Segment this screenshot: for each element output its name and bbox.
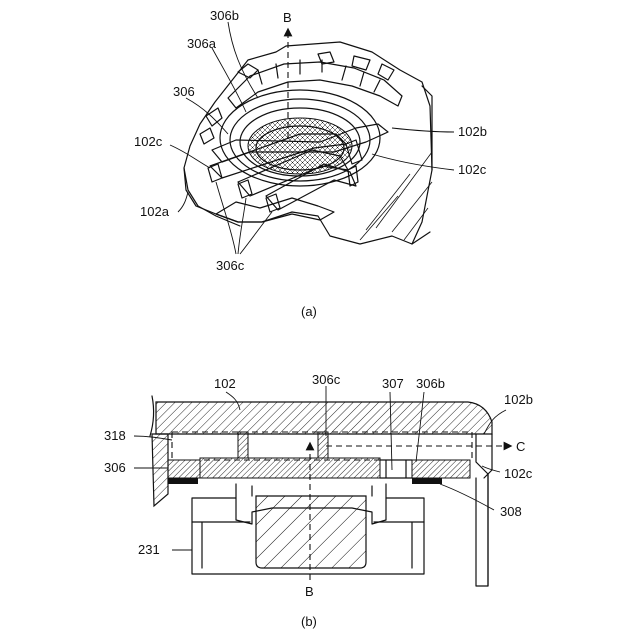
- mesh-307: [380, 460, 412, 478]
- housing-front-edge: [184, 168, 240, 226]
- label-306b-b: 306b: [416, 376, 445, 391]
- caption-b: (b): [301, 614, 317, 629]
- top-plate-102: [156, 402, 492, 434]
- label-306b: 306b: [210, 8, 239, 23]
- caption-a: (a): [301, 304, 317, 319]
- label-308: 308: [500, 504, 522, 519]
- rib-left: [238, 432, 248, 458]
- left-wall: [152, 434, 168, 506]
- label-231: 231: [138, 542, 160, 557]
- label-102c-right: 102c: [458, 162, 487, 177]
- plate-left-break: [150, 396, 154, 436]
- label-306-b: 306: [104, 460, 126, 475]
- label-306c-b: 306c: [312, 372, 341, 387]
- band-right: [412, 460, 470, 478]
- label-102b-b: 102b: [504, 392, 533, 407]
- label-102b: 102b: [458, 124, 487, 139]
- leader-102c-right: [372, 154, 454, 170]
- label-102: 102: [214, 376, 236, 391]
- label-306a: 306a: [187, 36, 217, 51]
- label-102c-left: 102c: [134, 134, 163, 149]
- wall-102b: [476, 434, 488, 586]
- leader-102c-left: [170, 145, 210, 168]
- label-307: 307: [382, 376, 404, 391]
- seal-308: [412, 478, 442, 484]
- label-c: C: [516, 439, 525, 454]
- leader-308: [440, 484, 494, 510]
- leader-102a: [178, 192, 188, 212]
- left-clips: [200, 108, 222, 144]
- band-306: [168, 460, 200, 478]
- figure-b: 102 306c 307 306b 102b 318 306 C 102c 30…: [104, 372, 533, 629]
- label-306c: 306c: [216, 258, 245, 273]
- leader-306c-3: [240, 212, 272, 254]
- label-102c-b: 102c: [504, 466, 533, 481]
- band-center: [200, 458, 380, 478]
- axis-b-label: B: [283, 10, 292, 25]
- leader-306b: [228, 22, 258, 98]
- center-plug: [256, 496, 366, 568]
- leader-306a: [212, 48, 246, 112]
- label-318: 318: [104, 428, 126, 443]
- upper-frame: [228, 62, 402, 108]
- upper-ribs: [258, 60, 380, 92]
- right-outer-wall: [476, 474, 488, 586]
- seal-left: [168, 478, 198, 484]
- label-306: 306: [173, 84, 195, 99]
- label-b-axis-b: B: [305, 584, 314, 599]
- label-102a: 102a: [140, 204, 170, 219]
- rib-right: [318, 432, 328, 458]
- leader-102b: [392, 128, 454, 132]
- figure-a: B 306b 306a 306 102c 102a 102b 102c 306c…: [134, 8, 487, 319]
